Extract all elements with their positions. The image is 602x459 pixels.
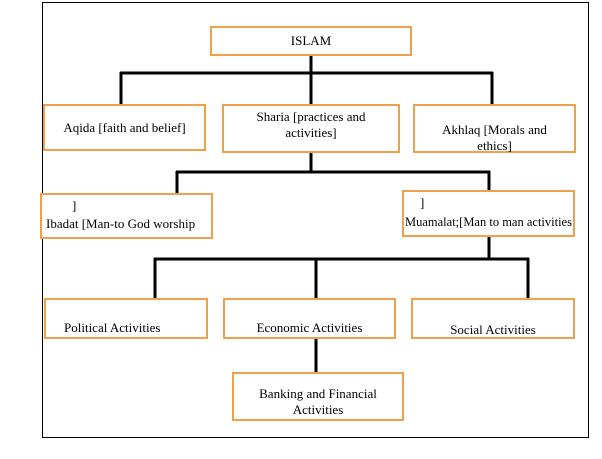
node-social-label: Social Activities xyxy=(450,322,536,337)
node-akhlaq-label-line1: Akhlaq [Morals and xyxy=(442,122,547,137)
node-social: Social Activities xyxy=(411,298,575,339)
node-ibadat: ] Ibadat [Man-to God worship xyxy=(40,193,213,239)
node-muamalat-label: Muamalat;[Man to man activities xyxy=(405,215,572,229)
node-economic-label: Economic Activities xyxy=(256,320,363,335)
node-muamalat-bracket: ] xyxy=(420,195,425,210)
node-islam-label: ISLAM xyxy=(290,33,332,48)
node-political-label: Political Activities xyxy=(64,320,161,335)
node-islam: ISLAM xyxy=(210,26,412,56)
node-political: Political Activities xyxy=(44,298,208,339)
node-muamalat: ] Muamalat;[Man to man activities xyxy=(402,190,575,237)
node-ibadat-label: Ibadat [Man-to God worship xyxy=(46,216,196,231)
node-banking: Banking and Financial Activities xyxy=(232,372,404,421)
node-akhlaq: Akhlaq [Morals and ethics] xyxy=(413,104,576,153)
node-banking-label-line2: Activities xyxy=(292,402,344,417)
node-sharia-label-line1: Sharia [practices and xyxy=(256,109,366,124)
node-economic: Economic Activities xyxy=(223,298,396,339)
node-akhlaq-label-line2: ethics] xyxy=(477,138,512,153)
node-banking-label-line1: Banking and Financial xyxy=(259,386,377,401)
node-aqida: Aqida [faith and belief] xyxy=(43,104,206,151)
node-aqida-label: Aqida [faith and belief] xyxy=(63,119,186,135)
node-ibadat-bracket: ] xyxy=(72,198,77,213)
node-sharia-label-line2: activities] xyxy=(285,125,337,140)
node-sharia: Sharia [practices and activities] xyxy=(222,104,400,153)
